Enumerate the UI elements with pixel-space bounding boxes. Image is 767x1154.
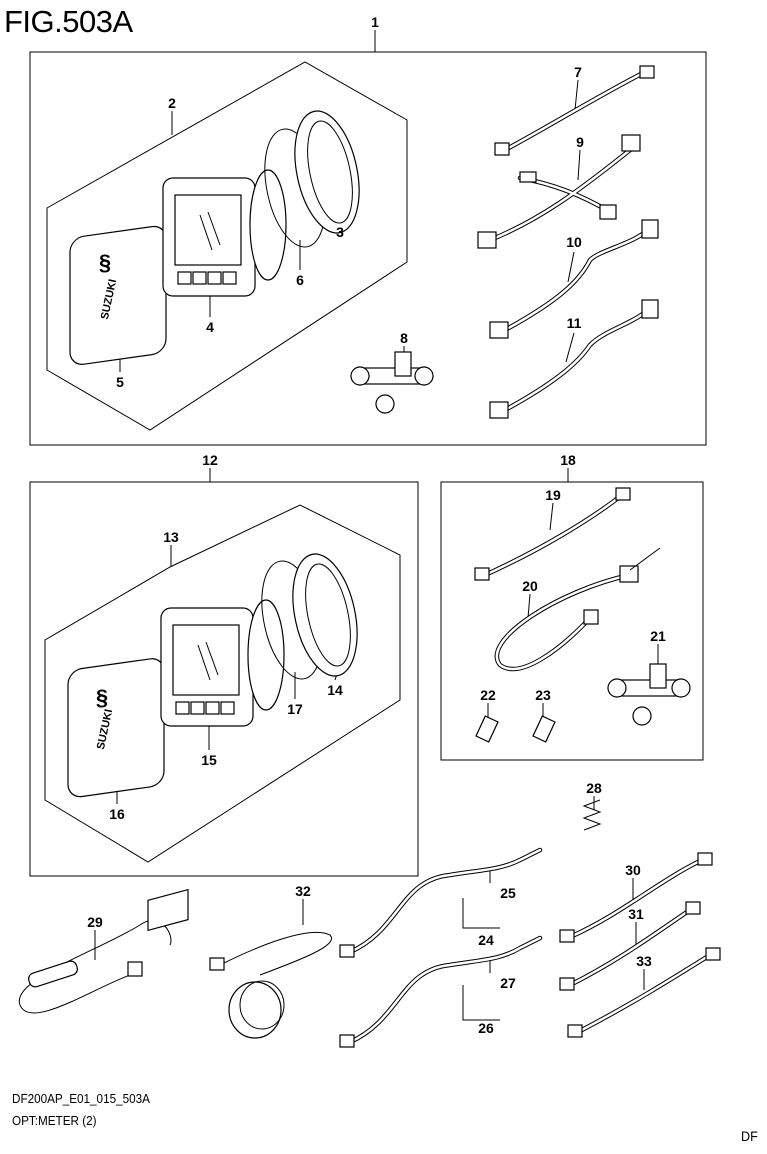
callout-28: 28: [586, 780, 602, 796]
harness-24: [339, 847, 543, 958]
t-connector-21: [607, 663, 691, 726]
callout-24: 24: [478, 932, 494, 948]
callout-22: 22: [480, 687, 496, 703]
terminator-23: [532, 715, 556, 743]
callout-9: 9: [576, 134, 584, 150]
callout-11: 11: [567, 315, 582, 331]
group-box-1: [29, 51, 707, 446]
callout-8: 8: [400, 330, 408, 346]
callout-numbers: 1 2 3 4 5 6 7 8 9 10 11 12 13 14 15 16 1…: [87, 14, 666, 1036]
meter-bezel-5: SUZUKI §: [69, 225, 167, 365]
suzuki-logo-icon: §: [99, 250, 111, 275]
corner-mark: DF: [741, 1128, 758, 1144]
figure-caption: OPT:METER (2): [12, 1113, 97, 1128]
cable-31: [559, 901, 701, 991]
callout-15: 15: [201, 752, 217, 768]
group-box-2: [46, 61, 408, 431]
callout-5: 5: [116, 374, 124, 390]
callout-31: 31: [628, 906, 644, 922]
nut-14: [292, 553, 358, 677]
callout-6: 6: [296, 272, 304, 288]
group-box-18: [440, 481, 704, 761]
callout-30: 30: [625, 862, 641, 878]
callout-12: 12: [202, 452, 218, 468]
callout-27: 27: [500, 975, 516, 991]
harness-26: [339, 935, 543, 1048]
callout-13: 13: [163, 529, 179, 545]
callout-7: 7: [574, 64, 582, 80]
t-connector-8: [350, 351, 434, 414]
suzuki-logo-icon: §: [96, 685, 108, 710]
cable-10: [489, 219, 659, 339]
meter-bezel-16: SUZUKI §: [67, 658, 165, 798]
callout-19: 19: [545, 487, 561, 503]
cable-30: [559, 852, 713, 943]
meter-15: [160, 599, 285, 727]
harness-9: [477, 134, 641, 249]
callout-20: 20: [522, 578, 538, 594]
cable-11: [489, 299, 659, 419]
spring-28: [582, 799, 602, 831]
callout-29: 29: [87, 914, 103, 930]
sensor-cable-29: [18, 888, 189, 1014]
callout-25: 25: [500, 885, 516, 901]
group-box-13: [44, 504, 401, 863]
figure-code: DF200AP_E01_015_503A: [12, 1091, 150, 1106]
cable-19: [474, 487, 631, 581]
callout-23: 23: [535, 687, 551, 703]
callout-26: 26: [478, 1020, 494, 1036]
callout-21: 21: [650, 628, 666, 644]
cable-33: [567, 947, 721, 1038]
callout-32: 32: [295, 883, 311, 899]
callout-33: 33: [636, 953, 652, 969]
callout-17: 17: [287, 701, 303, 717]
callout-14: 14: [327, 682, 343, 698]
figure-title: FIG.503A: [4, 4, 133, 39]
power-cable-20: [494, 547, 661, 672]
callout-1: 1: [371, 14, 379, 30]
cable-7: [494, 65, 655, 156]
callout-10: 10: [566, 234, 582, 250]
nut-3: [294, 110, 360, 234]
callout-3: 3: [336, 224, 344, 240]
terminator-22: [475, 715, 499, 743]
gps-antenna-32: [209, 931, 333, 1039]
callout-2: 2: [168, 95, 176, 111]
meter-4: [162, 169, 287, 297]
group-box-12: [29, 481, 419, 877]
callout-18: 18: [560, 452, 576, 468]
callout-16: 16: [109, 806, 125, 822]
callout-4: 4: [206, 319, 214, 335]
